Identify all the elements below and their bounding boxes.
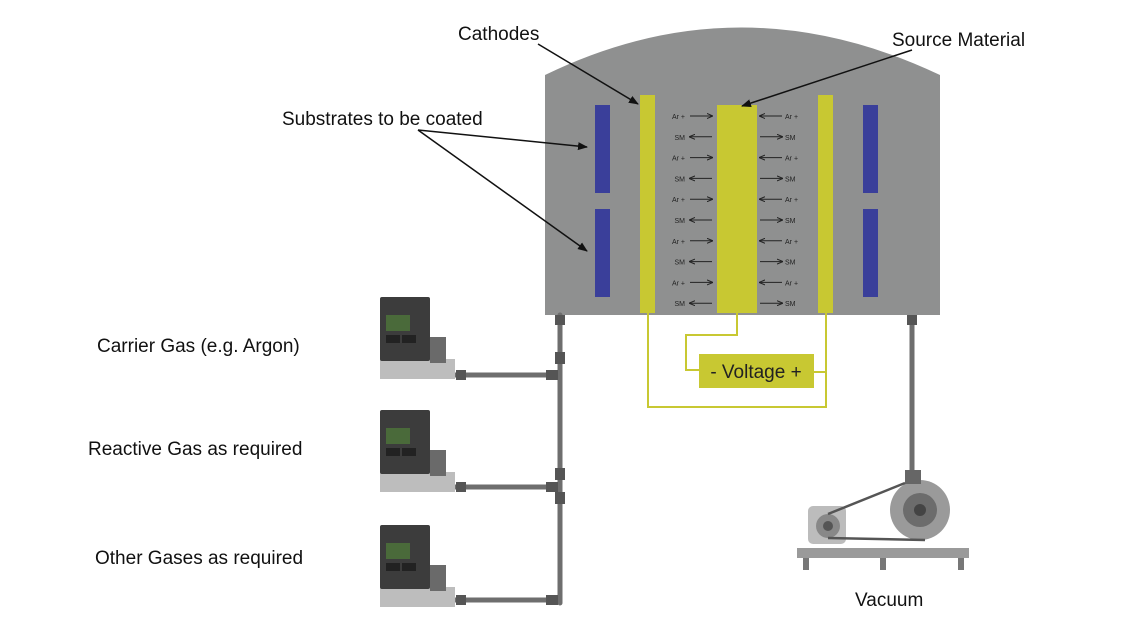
flow-right-label: Ar +: [785, 280, 798, 287]
mass-flow-controller-carrier: [380, 297, 455, 379]
flow-left-label: Ar +: [672, 197, 685, 204]
flow-right-label: Ar +: [785, 197, 798, 204]
cathode-left: [640, 95, 655, 313]
gas-piping: [452, 312, 563, 606]
voltage-wiring: [647, 313, 827, 408]
vacuum-label: Vacuum: [855, 590, 924, 611]
vacuum-pump: [797, 470, 969, 570]
mass-flow-controller-reactive: [380, 410, 455, 492]
flow-right-label: SM: [785, 301, 796, 308]
substrate-right-lower: [863, 209, 878, 297]
voltage-label: - Voltage +: [710, 362, 801, 383]
flow-left-label: Ar +: [672, 156, 685, 163]
reactive-gas-label: Reactive Gas as required: [88, 439, 303, 460]
flow-right-label: Ar +: [785, 156, 798, 163]
flow-right-label: SM: [785, 260, 796, 267]
substrate-left-upper: [595, 105, 610, 193]
pointer-arrows: [417, 43, 913, 252]
voltage-source: [699, 354, 814, 388]
cathodes-label: Cathodes: [458, 24, 540, 45]
flow-right-label: SM: [785, 218, 796, 225]
flow-left-label: Ar +: [672, 114, 685, 121]
flow-left-label: SM: [675, 135, 686, 142]
flow-left-label: SM: [675, 176, 686, 183]
flow-left-label: SM: [675, 260, 686, 267]
flow-left-label: SM: [675, 218, 686, 225]
vacuum-fitting: [907, 315, 917, 325]
source-material-label: Source Material: [892, 30, 1026, 51]
pipe-fittings: [456, 315, 565, 605]
flow-left-label: Ar +: [672, 239, 685, 246]
flow-left-label: Ar +: [672, 280, 685, 287]
flow-right-label: SM: [785, 135, 796, 142]
other-gases-label: Other Gases as required: [95, 548, 304, 569]
flow-left-label: SM: [675, 301, 686, 308]
flow-right-label: SM: [785, 176, 796, 183]
ion-flow-annotations: Ar + Ar + SM SM Ar + Ar + SM SM Ar + Ar + SM SM Ar +…: [672, 114, 798, 308]
flow-right-label: Ar +: [785, 239, 798, 246]
flow-right-label: Ar +: [785, 114, 798, 121]
carrier-gas-label: Carrier Gas (e.g. Argon): [97, 336, 300, 357]
cathode-right: [818, 95, 833, 313]
source-material-target: [717, 105, 757, 313]
substrates-label: Substrates to be coated: [282, 109, 483, 130]
substrate-right-upper: [863, 105, 878, 193]
mass-flow-controller-other: [380, 525, 455, 607]
substrate-left-lower: [595, 209, 610, 297]
